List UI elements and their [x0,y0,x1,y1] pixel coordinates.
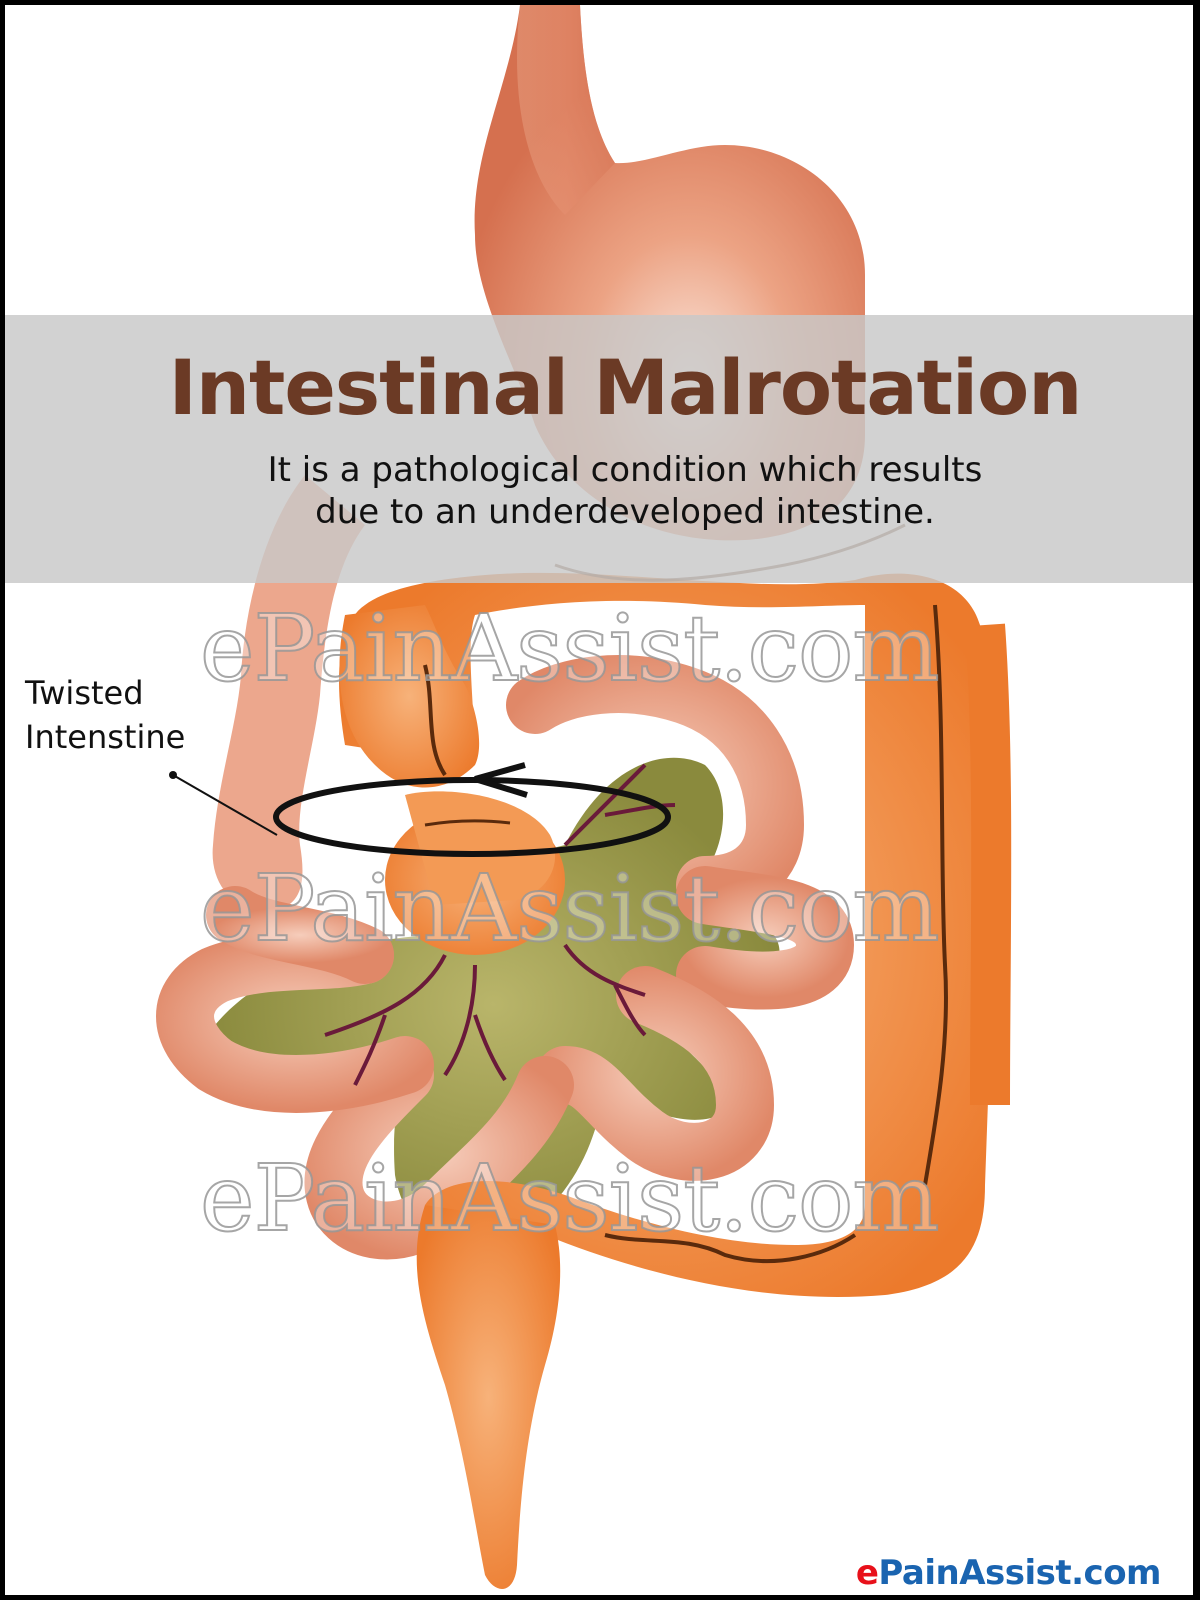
small-intestine [156,655,854,1260]
duodenum [212,475,365,911]
brand-name: PainAssist.com [878,1553,1161,1593]
subtitle-line: It is a pathological condition which res… [267,450,983,490]
illustration-canvas: ePainAssist.com ePainAssist.com ePainAss… [5,5,1193,1595]
twisted-segment [339,605,565,955]
rotation-arrow-icon [273,762,671,857]
mesenteric-vessels [324,763,676,1086]
title-banner [5,315,1193,583]
page-subtitle: It is a pathological condition which res… [5,449,1193,533]
callout-line: Twisted [25,674,144,712]
mesentery [207,757,780,1252]
brand-logo: ePainAssist.com [855,1553,1162,1593]
rectum [416,1205,561,1589]
subtitle-line: due to an underdeveloped intestine. [315,492,935,532]
callout-leader-line [169,771,278,836]
callout-line: Intenstine [25,718,186,756]
brand-prefix: e [855,1553,879,1593]
twisted-intestine-label: Twisted Intenstine [25,671,185,759]
page-title: Intestinal Malrotation [168,343,1083,432]
anatomy-illustration [156,5,1012,1589]
